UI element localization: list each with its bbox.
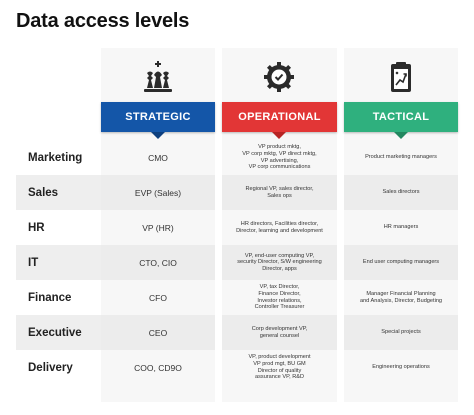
access-table: Marketing CMO VP product mktg, VP corp m… <box>16 140 458 385</box>
table-row-marketing: Marketing CMO VP product mktg, VP corp m… <box>16 140 458 175</box>
strategic-cell: COO, CD9O <box>134 362 182 373</box>
row-band <box>101 315 215 350</box>
row-label: Delivery <box>28 361 73 374</box>
row-band <box>101 175 215 210</box>
header-tactical: TACTICAL <box>344 102 458 132</box>
chess-pieces-icon <box>141 60 175 94</box>
strategic-cell: CEO <box>148 327 168 338</box>
operational-cell: VP, tax Director, Finance Director, Inve… <box>254 284 305 311</box>
strategic-cell: CTO, CIO <box>139 257 177 268</box>
header-tactical-pointer <box>394 132 408 139</box>
tactical-cell: HR managers <box>383 224 419 231</box>
table-row-it: IT CTO, CIO VP, end-user computing VP, s… <box>16 245 458 280</box>
tactical-cell: Sales directors <box>382 189 420 196</box>
row-band <box>222 245 337 280</box>
tactical-cell: End user computing managers <box>362 259 440 266</box>
row-label: Finance <box>28 291 72 304</box>
tactical-cell: Product marketing managers <box>365 154 437 161</box>
table-row-delivery: Delivery COO, CD9O VP, product developme… <box>16 350 458 385</box>
header-strategic: STRATEGIC <box>101 102 215 132</box>
operational-cell: Regional VP, sales director, Sales ops <box>245 185 314 199</box>
row-label: IT <box>16 245 101 280</box>
row-label: Sales <box>16 175 101 210</box>
strategic-cell: EVP (Sales) <box>134 187 182 198</box>
table-row-sales: Sales EVP (Sales) Regional VP, sales dir… <box>16 175 458 210</box>
tactical-cell: Special projects <box>381 329 421 336</box>
strategic-cell: CMO <box>148 152 168 163</box>
strategic-cell: CFO <box>149 292 167 303</box>
row-band <box>101 245 215 280</box>
tactical-cell: Engineering operations <box>372 364 430 371</box>
row-band <box>344 315 458 350</box>
gear-check-icon <box>262 60 296 94</box>
table-row-finance: Finance CFO VP, tax Director, Finance Di… <box>16 280 458 315</box>
row-band <box>222 315 337 350</box>
row-band <box>344 245 458 280</box>
row-band <box>222 175 337 210</box>
operational-cell: VP, end-user computing VP, security Dire… <box>237 252 322 272</box>
table-row-hr: HR VP (HR) HR directors, Facilities dire… <box>16 210 458 245</box>
row-label: HR <box>28 221 45 234</box>
page-title: Data access levels <box>16 10 190 32</box>
operational-cell: HR directors, Facilities director, Direc… <box>236 220 323 234</box>
tactical-cell: Manager Financial Planning and Analysis,… <box>359 290 443 304</box>
row-band <box>344 175 458 210</box>
row-label: Executive <box>16 315 101 350</box>
header-operational: OPERATIONAL <box>222 102 337 132</box>
strategic-cell: VP (HR) <box>142 222 174 233</box>
clipboard-strategy-icon <box>384 60 418 94</box>
operational-cell: Corp development VP, general counsel <box>251 325 308 339</box>
operational-cell: VP, product development VP prod mgt, BU … <box>248 354 311 381</box>
operational-cell: VP product mktg, VP corp mktg, VP direct… <box>242 144 317 171</box>
row-label: Marketing <box>28 151 83 164</box>
header-operational-pointer <box>272 132 286 139</box>
table-row-executive: Executive CEO Corp development VP, gener… <box>16 315 458 350</box>
header-strategic-pointer <box>151 132 165 139</box>
